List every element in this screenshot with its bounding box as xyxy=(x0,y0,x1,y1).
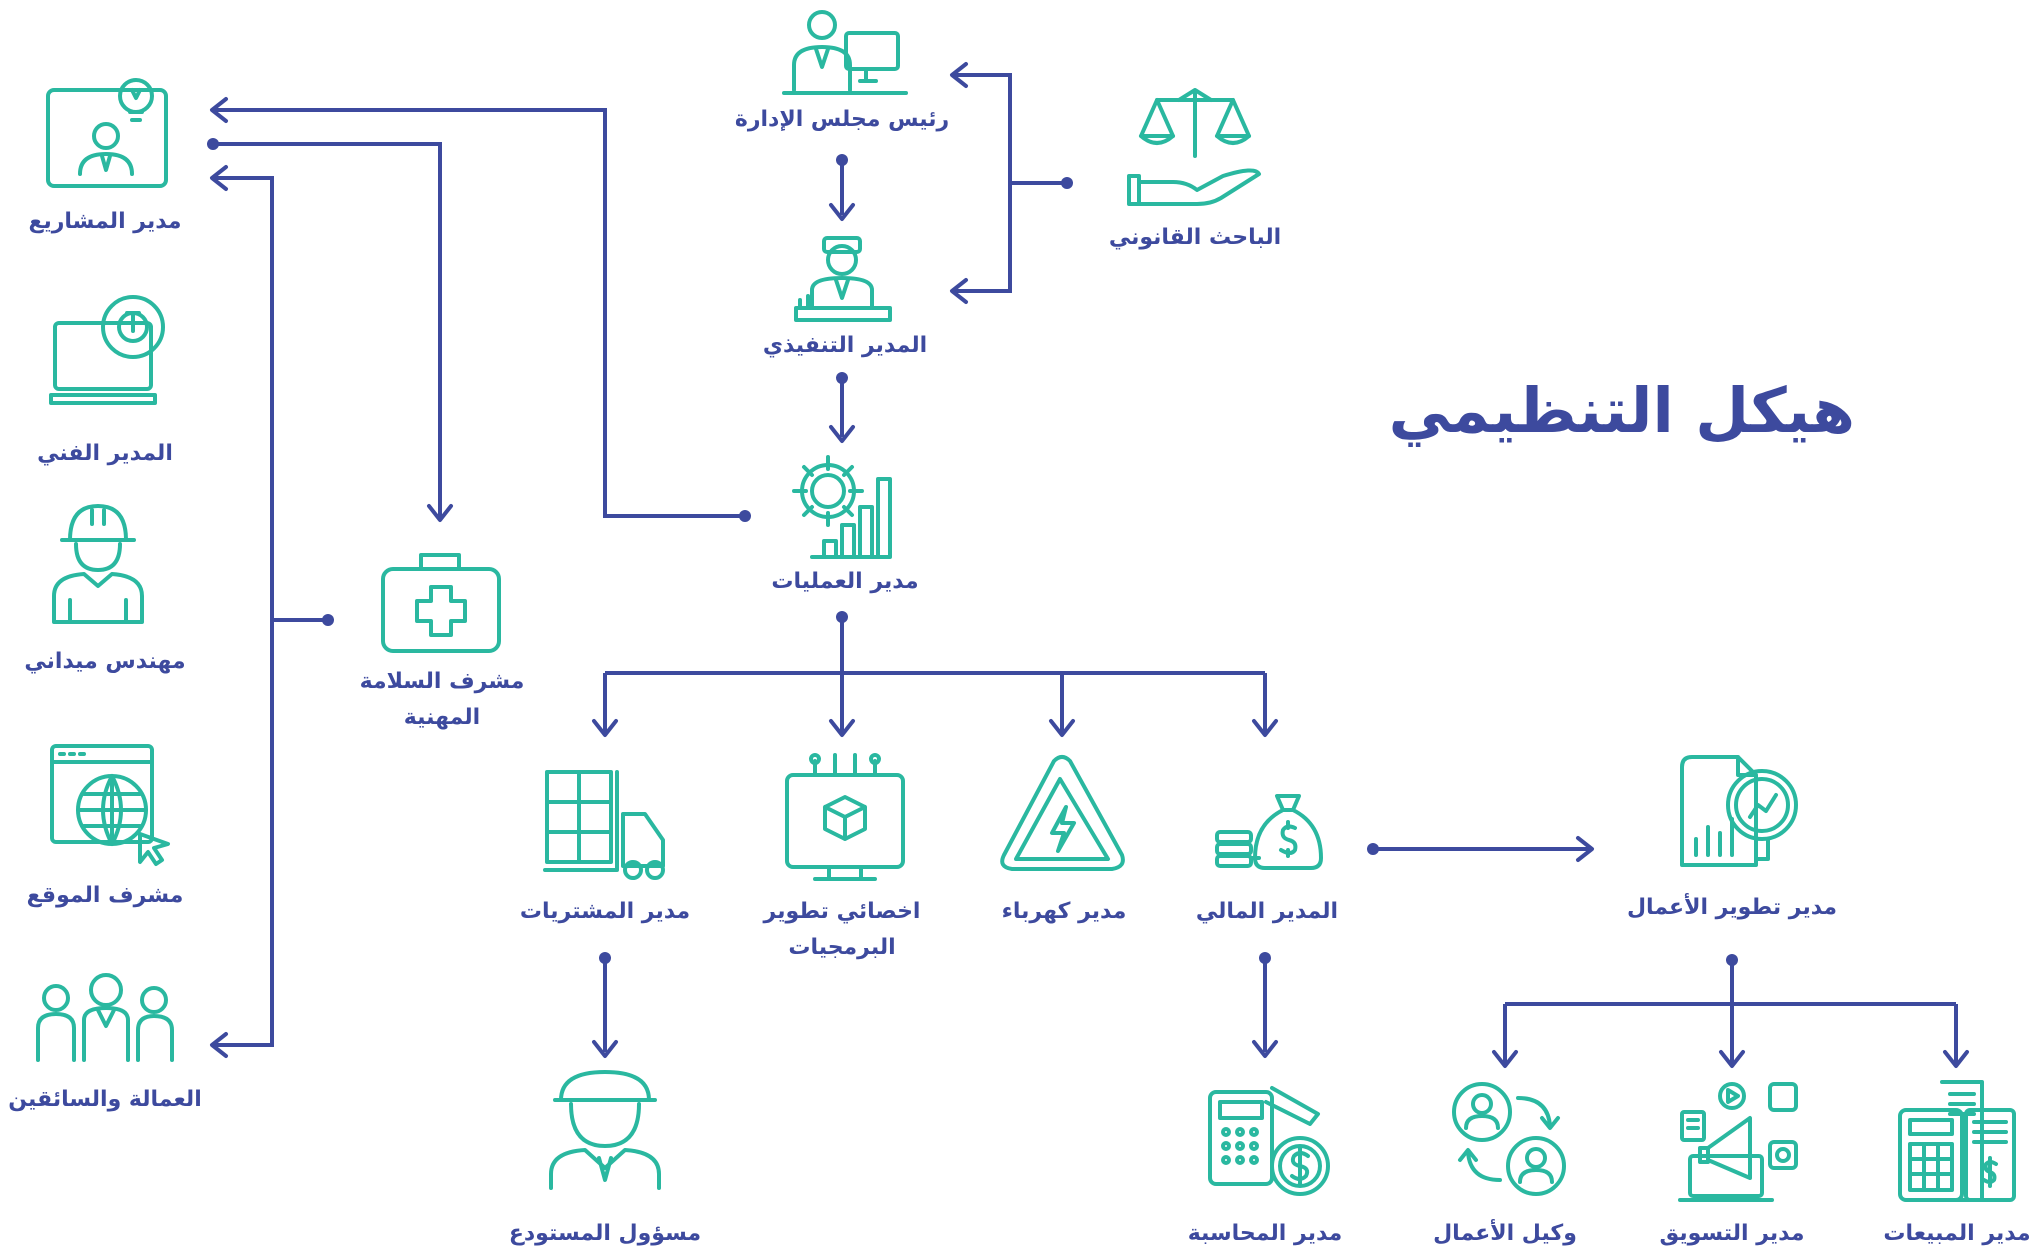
node-label-software-line2: البرمجيات xyxy=(788,935,895,960)
two-people-exchange-icon xyxy=(1452,1082,1566,1196)
node-label-operations: مدير العمليات xyxy=(771,569,918,594)
node-label-site-supervisor: مشرف الموقع xyxy=(27,883,184,908)
node-label-ceo: المدير التنفيذي xyxy=(763,333,927,358)
connector-bizdev-bar xyxy=(1503,1002,1958,1064)
arrowhead xyxy=(427,504,453,522)
scales-on-hand-icon xyxy=(1127,88,1261,206)
web-globe-cursor-icon xyxy=(50,744,170,866)
connector-projects-safety xyxy=(213,142,442,518)
node-label-workers: العمالة والسائقين xyxy=(8,1087,202,1112)
node-label-finance: المدير المالي xyxy=(1196,899,1338,924)
arrowhead xyxy=(210,97,228,123)
arrowhead xyxy=(1943,1050,1969,1068)
node-label-bizdev: مدير تطوير الأعمال xyxy=(1627,892,1837,920)
money-bag-coins-icon xyxy=(1215,794,1323,870)
node-label-warehouse: مسؤول المستودع xyxy=(509,1221,701,1246)
arrowhead xyxy=(829,719,855,737)
first-aid-kit-icon xyxy=(381,553,501,653)
node-label-accounting: مدير المحاسبة xyxy=(1188,1221,1343,1246)
connector-dot xyxy=(1726,954,1738,966)
engineer-helmet-icon xyxy=(52,504,144,624)
megaphone-laptop-icon xyxy=(1678,1082,1798,1202)
node-label-safety-line2: المهنية xyxy=(404,705,480,730)
executive-desk-computer-icon xyxy=(782,10,908,95)
node-label-procurement: مدير المشتريات xyxy=(520,899,690,924)
chart-magnifier-icon xyxy=(1680,755,1798,867)
connector-dot xyxy=(207,138,219,150)
node-label-sales: مدير المبيعات xyxy=(1883,1221,2030,1246)
arrowhead xyxy=(950,62,968,88)
arrowhead xyxy=(829,425,855,443)
node-label-technical: المدير الفني xyxy=(37,441,173,466)
connector-dot xyxy=(836,372,848,384)
arrowhead xyxy=(210,165,228,191)
laptop-wrench-gear-icon xyxy=(49,295,165,405)
connector-ops-projects xyxy=(215,108,745,518)
node-label-electrical: مدير كهرباء xyxy=(1002,899,1127,924)
connector-bracket xyxy=(215,176,274,1047)
presenter-lightbulb-icon xyxy=(46,78,168,188)
high-voltage-icon xyxy=(1000,755,1125,871)
arrowhead xyxy=(1576,836,1594,862)
arrowhead xyxy=(1252,719,1278,737)
arrowhead xyxy=(592,1040,618,1058)
node-label-projects: مدير المشاريع xyxy=(28,209,181,234)
connector-legal-bracket xyxy=(955,73,1012,293)
connector-dot xyxy=(322,614,334,626)
connector-dot xyxy=(836,611,848,623)
node-label-field-engineer: مهندس ميداني xyxy=(24,649,185,674)
node-label-business-agent: وكيل الأعمال xyxy=(1433,1218,1577,1246)
node-label-software-line1: اخصائي تطوير xyxy=(763,899,921,924)
node-label-marketing: مدير التسويق xyxy=(1660,1221,1805,1246)
calculator-receipt-icon xyxy=(1898,1080,2016,1202)
connector-dot xyxy=(599,952,611,964)
executive-at-desk-icon xyxy=(794,236,892,322)
workers-group-icon xyxy=(36,973,174,1062)
gear-chart-icon xyxy=(792,455,892,559)
connector-dot xyxy=(836,154,848,166)
arrowhead xyxy=(1492,1050,1518,1068)
monitor-cube-icon xyxy=(785,753,905,881)
connector-dot xyxy=(1367,843,1379,855)
arrowhead xyxy=(1049,719,1075,737)
calculator-dollar-icon xyxy=(1208,1086,1330,1196)
connectors xyxy=(207,62,1969,1068)
node-label-safety-line1: مشرف السلامة xyxy=(360,669,525,694)
node-label-board-chairman: رئيس مجلس الإدارة xyxy=(735,107,949,132)
chart-title: هيكل التنظيمي xyxy=(1389,374,1855,447)
arrowhead xyxy=(1252,1040,1278,1058)
connector-dot xyxy=(739,510,751,522)
arrowhead xyxy=(1719,1050,1745,1068)
arrowhead xyxy=(950,278,968,304)
guard-cap-icon xyxy=(549,1070,661,1190)
connector-dot xyxy=(1061,177,1073,189)
forklift-boxes-icon xyxy=(543,770,665,880)
node-label-legal-researcher: الباحث القانوني xyxy=(1109,225,1281,250)
arrowhead xyxy=(592,719,618,737)
arrowhead xyxy=(829,203,855,221)
arrowhead xyxy=(210,1032,228,1058)
connector-dot xyxy=(1259,952,1271,964)
